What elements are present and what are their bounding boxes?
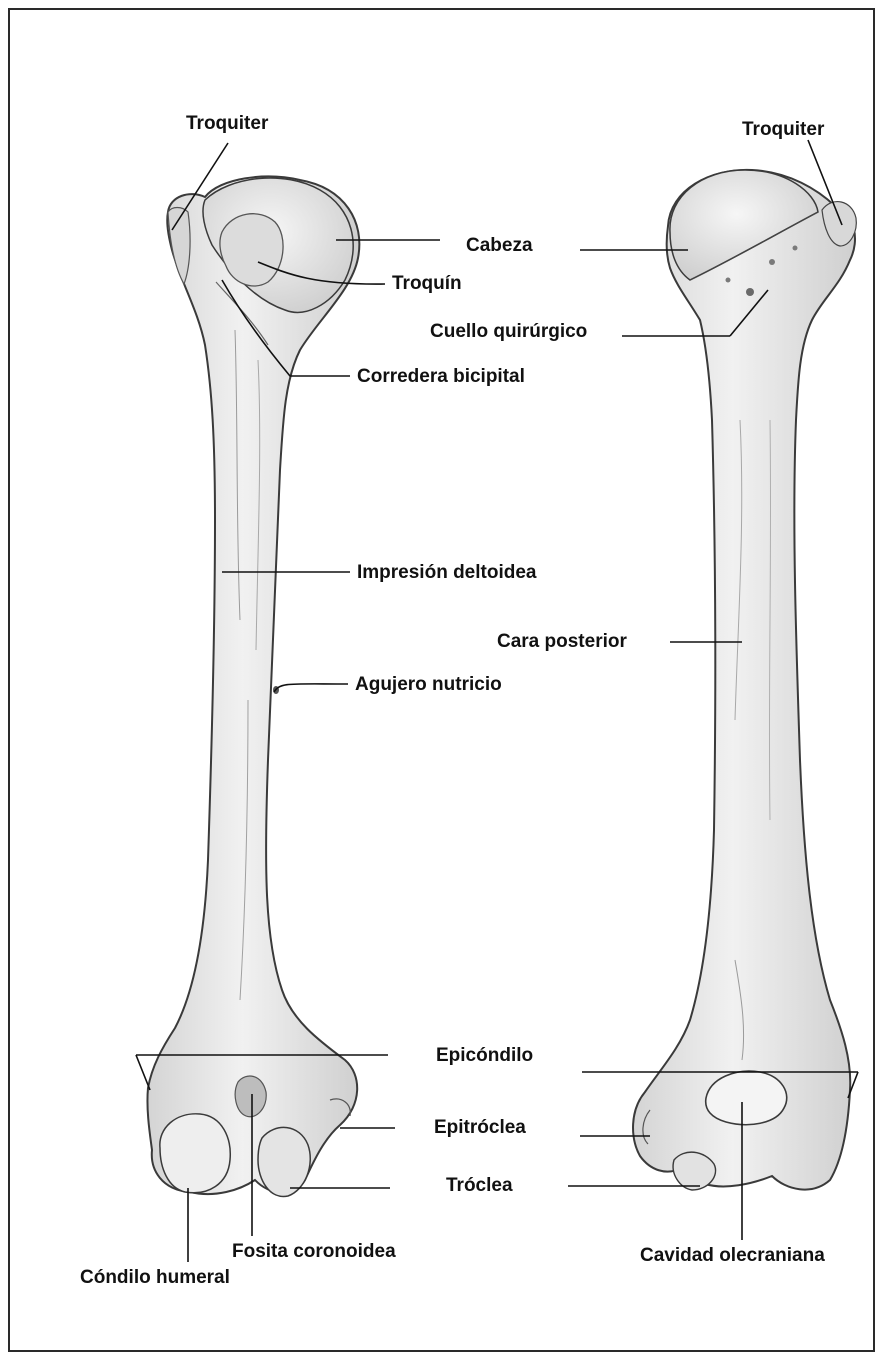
label-cuello-quirurgico: Cuello quirúrgico [430,322,587,341]
label-cabeza: Cabeza [466,236,533,255]
left-capitulum [160,1114,230,1193]
label-troquin: Troquín [392,274,462,293]
label-troclea: Tróclea [446,1176,513,1195]
left-trochlea [258,1127,310,1196]
label-epitroclea: Epitróclea [434,1118,526,1137]
left-coronoid-fossa [235,1076,266,1117]
label-corredera-bicipital: Corredera bicipital [357,367,525,386]
label-impresion-deltoidea: Impresión deltoidea [357,563,536,582]
label-troquiter-right: Troquiter [742,120,824,139]
label-cara-posterior: Cara posterior [497,632,627,651]
right-trochlea [673,1152,715,1190]
label-cavidad-olecraniana: Cavidad olecraniana [640,1246,825,1265]
label-condilo-humeral: Cóndilo humeral [80,1268,230,1287]
right-humerus-posterior [633,170,856,1190]
label-troquiter-left: Troquiter [186,114,268,133]
label-fosita-coronoidea: Fosita coronoidea [232,1242,396,1261]
label-epicondilo: Epicóndilo [436,1046,533,1065]
label-agujero-nutricio: Agujero nutricio [355,675,502,694]
